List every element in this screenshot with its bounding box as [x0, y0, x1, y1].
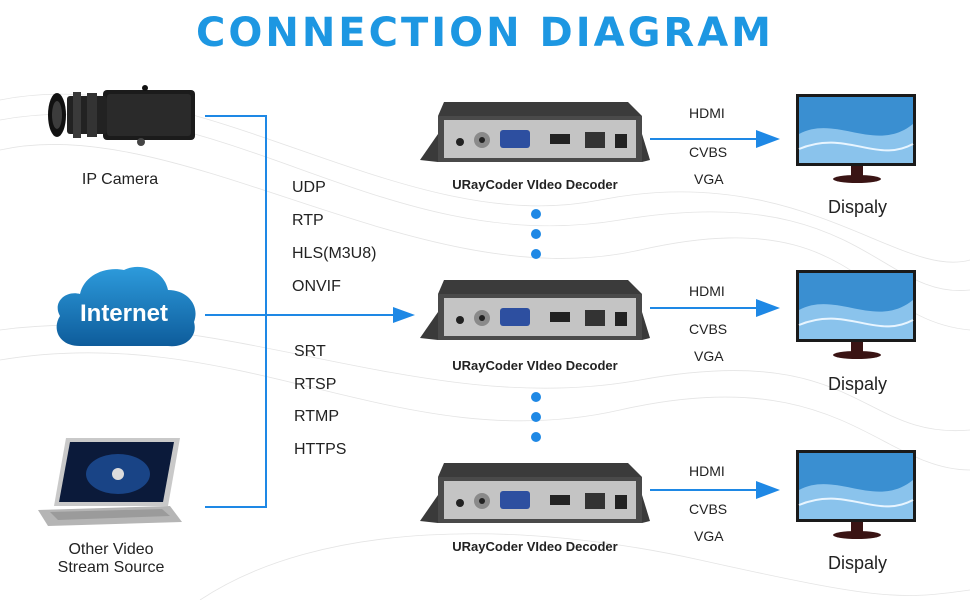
protocol-label: RTP	[292, 212, 324, 229]
ellipsis-dot	[531, 432, 541, 442]
page-title: CONNECTION DIAGRAM	[195, 10, 774, 56]
ellipsis-dot	[531, 392, 541, 402]
internet-label: Internet	[79, 300, 168, 327]
ellipsis-dot	[531, 229, 541, 239]
decoder-device-icon	[420, 280, 650, 340]
output-label: VGA	[694, 348, 724, 364]
display-label: Dispaly	[828, 553, 888, 573]
other-source-label-line1: Other Video	[68, 541, 154, 558]
protocol-label: HTTPS	[294, 441, 347, 458]
monitor-icon	[796, 270, 916, 359]
protocol-label: SRT	[294, 343, 326, 360]
ellipsis-dot	[531, 209, 541, 219]
protocol-label: RTMP	[294, 408, 340, 425]
protocol-label: HLS(M3U8)	[292, 245, 377, 262]
output-label: VGA	[694, 171, 724, 187]
output-label: VGA	[694, 528, 724, 544]
output-label: HDMI	[689, 283, 725, 299]
output-label: CVBS	[689, 501, 728, 517]
protocol-label: ONVIF	[292, 278, 341, 295]
display-label: Dispaly	[828, 374, 888, 394]
cloud-icon	[56, 266, 196, 347]
output-label: HDMI	[689, 463, 725, 479]
output-label: HDMI	[689, 105, 725, 121]
camera-icon	[48, 85, 195, 146]
output-label: CVBS	[689, 144, 728, 160]
output-label: CVBS	[689, 321, 728, 337]
other-source-label-line2: Stream Source	[57, 559, 165, 576]
display-label: Dispaly	[828, 197, 888, 217]
protocol-label: UDP	[292, 179, 326, 196]
ellipsis-dot	[531, 249, 541, 259]
decoder-label: URayCoder VIdeo Decoder	[452, 358, 618, 373]
decoder-device-icon	[420, 463, 650, 523]
laptop-icon	[38, 438, 182, 526]
monitor-icon	[796, 450, 916, 539]
decoder-label: URayCoder VIdeo Decoder	[452, 539, 618, 554]
protocol-label: RTSP	[294, 376, 337, 393]
decoder-device-icon	[420, 102, 650, 162]
monitor-icon	[796, 94, 916, 183]
ellipsis-dot	[531, 412, 541, 422]
ip-camera-label: IP Camera	[81, 171, 159, 188]
decoder-label: URayCoder VIdeo Decoder	[452, 177, 618, 192]
